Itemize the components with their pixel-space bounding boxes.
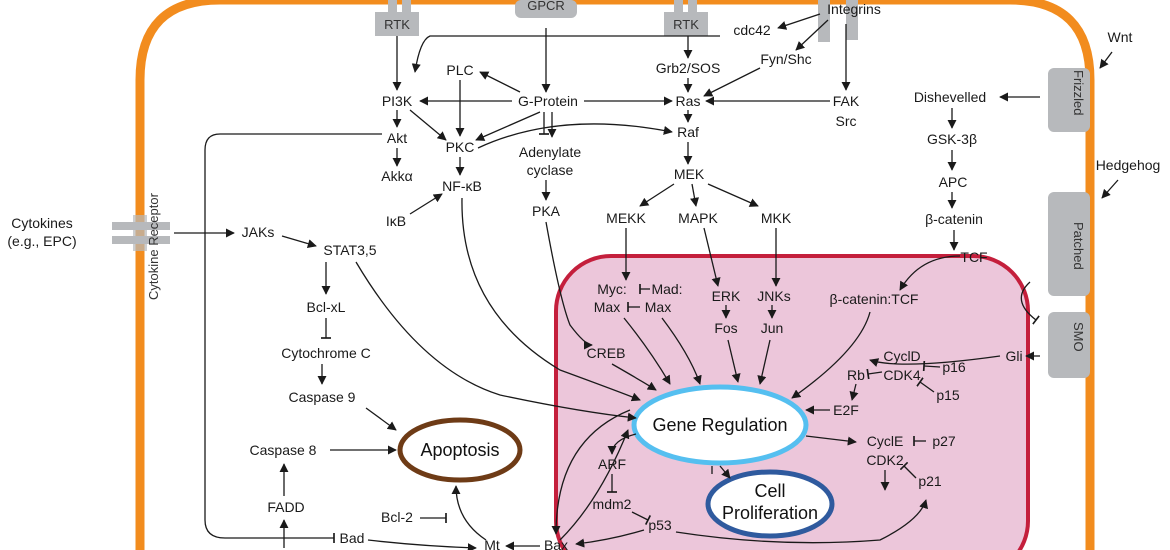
- mt-node: Mt: [484, 537, 500, 550]
- plc-node: PLC: [446, 62, 473, 78]
- cell-label: Cell: [754, 481, 785, 501]
- raf-node: Raf: [677, 124, 699, 140]
- gsk-3b-node: GSK-3β: [927, 131, 977, 147]
- rtk-right-receptor: RTK: [664, 0, 708, 36]
- mek-node: MEK: [674, 166, 705, 182]
- cdk2-node: CDK2: [866, 452, 904, 468]
- creb-node: CREB: [587, 345, 626, 361]
- patched-label: Patched: [1071, 222, 1086, 270]
- jnks-node: JNKs: [757, 288, 790, 304]
- gpcr-label: GPCR: [527, 0, 565, 13]
- jaks-node: JAKs: [242, 224, 275, 240]
- caspase-9-node: Caspase 9: [289, 389, 356, 405]
- gene-regulation-oval: [631, 384, 809, 466]
- mapk-node: MAPK: [678, 210, 718, 226]
- rtk-left-label: RTK: [384, 17, 410, 32]
- adenylate-node: Adenylate: [519, 144, 581, 160]
- fadd-node: FADD: [267, 499, 304, 515]
- caspase-8-node: Caspase 8: [250, 442, 317, 458]
- dishevelled-node: Dishevelled: [914, 89, 986, 105]
- p21-node: p21: [918, 473, 942, 489]
- src-node: Src: [836, 113, 857, 129]
- b-catenin-tcf-node: β-catenin:TCF: [830, 291, 919, 307]
- fyn-shc-node: Fyn/Shc: [760, 51, 811, 67]
- wnt-label: Wnt: [1108, 29, 1133, 45]
- mekk-node: MEKK: [606, 210, 646, 226]
- cdk4-node: CDK4: [883, 367, 921, 383]
- pkc-node: PKC: [446, 139, 475, 155]
- proliferation-label: Proliferation: [722, 503, 818, 523]
- frizzled-receptor: Frizzled: [1048, 68, 1090, 132]
- stat-node: STAT3,5: [323, 242, 376, 258]
- arf-node: ARF: [598, 456, 626, 472]
- gene-regulation-label: Gene Regulation: [652, 415, 787, 435]
- integrins-receptor: [818, 0, 858, 42]
- fos-node: Fos: [714, 320, 737, 336]
- cycld-node: CyclD: [883, 348, 920, 364]
- smo-receptor: SMO: [1048, 312, 1090, 378]
- apc-node: APC: [939, 174, 968, 190]
- cell-proliferation-oval: [705, 469, 835, 539]
- e2f-node: E2F: [833, 402, 859, 418]
- p53-node: p53: [648, 517, 672, 533]
- rb-node: Rb: [847, 367, 865, 383]
- mkk-node: MKK: [761, 210, 792, 226]
- tcf-node: TCF: [960, 249, 987, 265]
- cell-membrane: [135, 0, 1095, 550]
- cycle-node: CyclE: [867, 433, 904, 449]
- apoptosis-label: Apoptosis: [420, 440, 499, 460]
- erk-node: ERK: [712, 288, 741, 304]
- b-catenin-node: β-catenin: [925, 211, 983, 227]
- bcl-xl-node: Bcl-xL: [307, 299, 346, 315]
- nf-kb-node: NF-κB: [442, 178, 482, 194]
- cdc42-node: cdc42: [733, 22, 771, 38]
- bcl-2-node: Bcl-2: [381, 509, 413, 525]
- rtk-left-receptor: RTK: [375, 0, 419, 36]
- fak-node: FAK: [833, 93, 860, 109]
- p15-node: p15: [936, 387, 960, 403]
- rtk-right-label: RTK: [673, 17, 699, 32]
- smo-label: SMO: [1071, 322, 1086, 352]
- gli-node: Gli: [1005, 348, 1022, 364]
- p16-node: p16: [942, 359, 966, 375]
- bad-node: Bad: [340, 530, 365, 546]
- mad-node: Mad:: [651, 281, 682, 297]
- grb2-sos-node: Grb2/SOS: [656, 60, 721, 76]
- bax-node: Bax: [544, 537, 568, 550]
- p27-node: p27: [932, 433, 956, 449]
- g-protein-node: G-Protein: [518, 93, 578, 109]
- patched-receptor: Patched: [1048, 192, 1090, 296]
- mdm2-node: mdm2: [593, 496, 632, 512]
- pi3k-node: PI3K: [382, 93, 413, 109]
- cytokines-label: Cytokines: [11, 215, 72, 231]
- cytokine-receptor: [112, 215, 170, 251]
- frizzled-label: Frizzled: [1071, 70, 1086, 116]
- integrins-label: Integrins: [827, 1, 881, 17]
- gpcr-receptor: GPCR: [515, 0, 577, 18]
- ikb-node: IκB: [386, 213, 406, 229]
- akt-node: Akt: [387, 130, 407, 146]
- myc-node: Myc:: [597, 281, 627, 297]
- cytokine-receptor-label: Cytokine Receptor: [146, 192, 161, 300]
- hedgehog-label: Hedgehog: [1096, 157, 1161, 173]
- apoptosis-oval: [397, 417, 523, 483]
- jun-node: Jun: [761, 320, 784, 336]
- pka-node: PKA: [532, 203, 561, 219]
- cytokines-example-label: (e.g., EPC): [7, 233, 76, 249]
- cytochrome-c-node: Cytochrome C: [281, 345, 370, 361]
- akka-node: Akkα: [381, 168, 412, 184]
- max-left-node: Max: [594, 299, 620, 315]
- cyclase-node: cyclase: [527, 162, 574, 178]
- ras-node: Ras: [676, 93, 701, 109]
- max-right-node: Max: [645, 299, 671, 315]
- pathway-arrows: [174, 13, 1119, 550]
